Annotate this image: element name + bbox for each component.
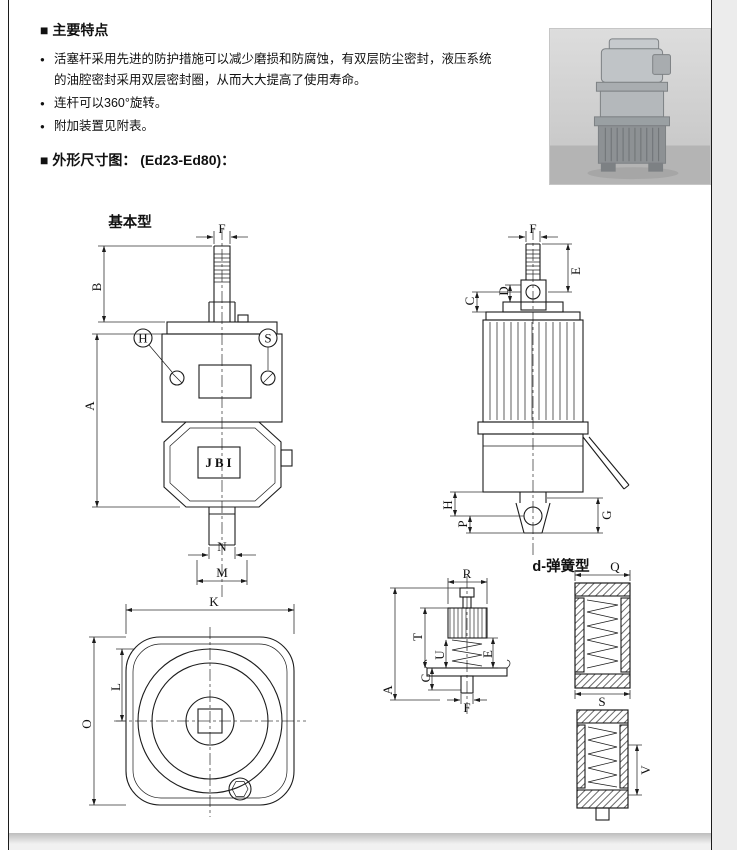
dim-label-spring-v: V [638,765,653,775]
dim-label-bottom-o: O [79,719,94,728]
features-section: ■ 主要特点 ● 活塞杆采用先进的防护措施可以减少磨损和防腐蚀，有双层防尘密封，… [40,20,498,139]
dim-label-spring-e: E [480,650,495,658]
dim-label-front-a: A [82,401,97,411]
dim-label-bottom-l: L [108,683,123,691]
dim-label-front-f: F [218,221,225,236]
dim-label-spring-q: Q [610,559,620,574]
bottom-view: L O [79,627,306,817]
spring-left-view: R T U C E A [380,566,511,716]
bullet-icon: ● [40,55,45,64]
front-view: F B H S A [82,221,295,634]
dim-label-front-s: S [264,331,271,346]
dim-label-side-h: H [440,500,455,509]
feature-item: ● 附加装置见附表。 [40,116,498,137]
spring-type-label: d-弹簧型 [532,557,590,575]
basic-type-label: 基本型 [107,213,152,231]
page-margin-right [712,0,737,850]
feature-item: ● 连杆可以360°旋转。 [40,93,498,114]
dim-label-spring-a: A [380,685,395,695]
dim-label-side-g: G [599,510,614,519]
dim-label-front-k: K [209,594,219,609]
dim-label-side-p: P [455,520,470,527]
dimension-drawing: 基本型 F B H [79,213,653,821]
dim-label-spring-c: C [418,674,433,683]
dim-label-spring-t: T [410,633,425,641]
dim-label-spring-s: S [598,694,605,709]
feature-text: 连杆可以360°旋转。 [54,96,168,110]
dimension-section-title: ■ 外形尺寸图： (Ed23-Ed80)： [40,152,236,168]
page-border-left [8,0,9,850]
dim-label-front-m: M [216,565,228,580]
spring-right-view: Q S V [574,559,653,821]
bullet-icon: ● [40,122,45,131]
dim-label-front-b: B [89,282,104,291]
feature-text: 活塞杆采用先进的防护措施可以减少磨损和防腐蚀，有双层防尘密封，液压系统的油腔密封… [54,52,492,87]
features-title: ■ 主要特点 [40,22,109,38]
side-view: F E D C [440,221,630,556]
dim-label-side-c: C [462,297,477,306]
product-photo-illustration [550,29,710,184]
dim-label-spring-r: R [463,566,472,581]
dim-label-side-e: E [568,267,583,275]
product-photo [549,28,711,185]
dim-label-spring-f: F [463,700,470,715]
page-shadow-bottom [9,833,711,850]
dim-label-side-f: F [529,221,536,236]
dim-label-front-h: H [138,331,147,346]
feature-text: 附加装置见附表。 [54,119,155,133]
page-border-right [711,0,712,850]
dim-label-side-d: D [496,286,511,295]
dim-label-front-n: N [217,539,227,554]
feature-item: ● 活塞杆采用先进的防护措施可以减少磨损和防腐蚀，有双层防尘密封，液压系统的油腔… [40,49,498,91]
brand-label: JBI [205,455,234,470]
dim-label-spring-u: U [432,650,447,660]
bullet-icon: ● [40,99,45,108]
